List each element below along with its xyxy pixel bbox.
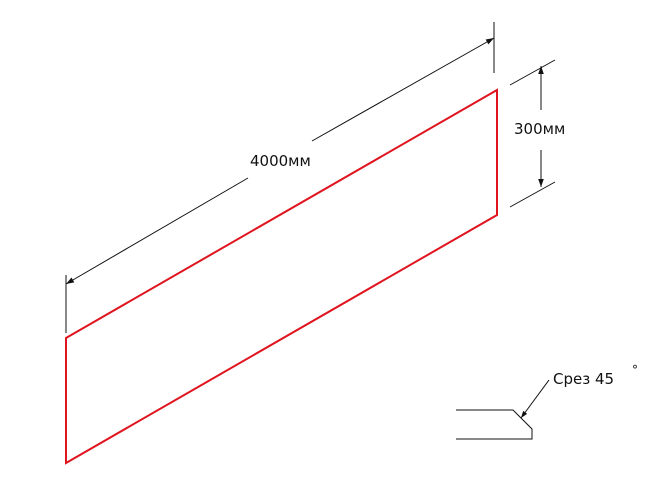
cut-profile bbox=[456, 409, 533, 440]
panel-outline bbox=[65, 88, 498, 465]
height-label: 300мм bbox=[514, 120, 565, 138]
length-dimension-line-lower bbox=[65, 177, 249, 285]
length-label: 4000мм bbox=[250, 152, 311, 170]
cut-leader-line bbox=[520, 379, 550, 419]
height-extension-line-top bbox=[509, 59, 556, 86]
degree-symbol: ° bbox=[632, 363, 638, 377]
height-extension-line-bottom bbox=[509, 181, 556, 208]
cut-label: Срез 45 bbox=[553, 370, 614, 388]
length-dimension-line-upper bbox=[311, 37, 495, 142]
